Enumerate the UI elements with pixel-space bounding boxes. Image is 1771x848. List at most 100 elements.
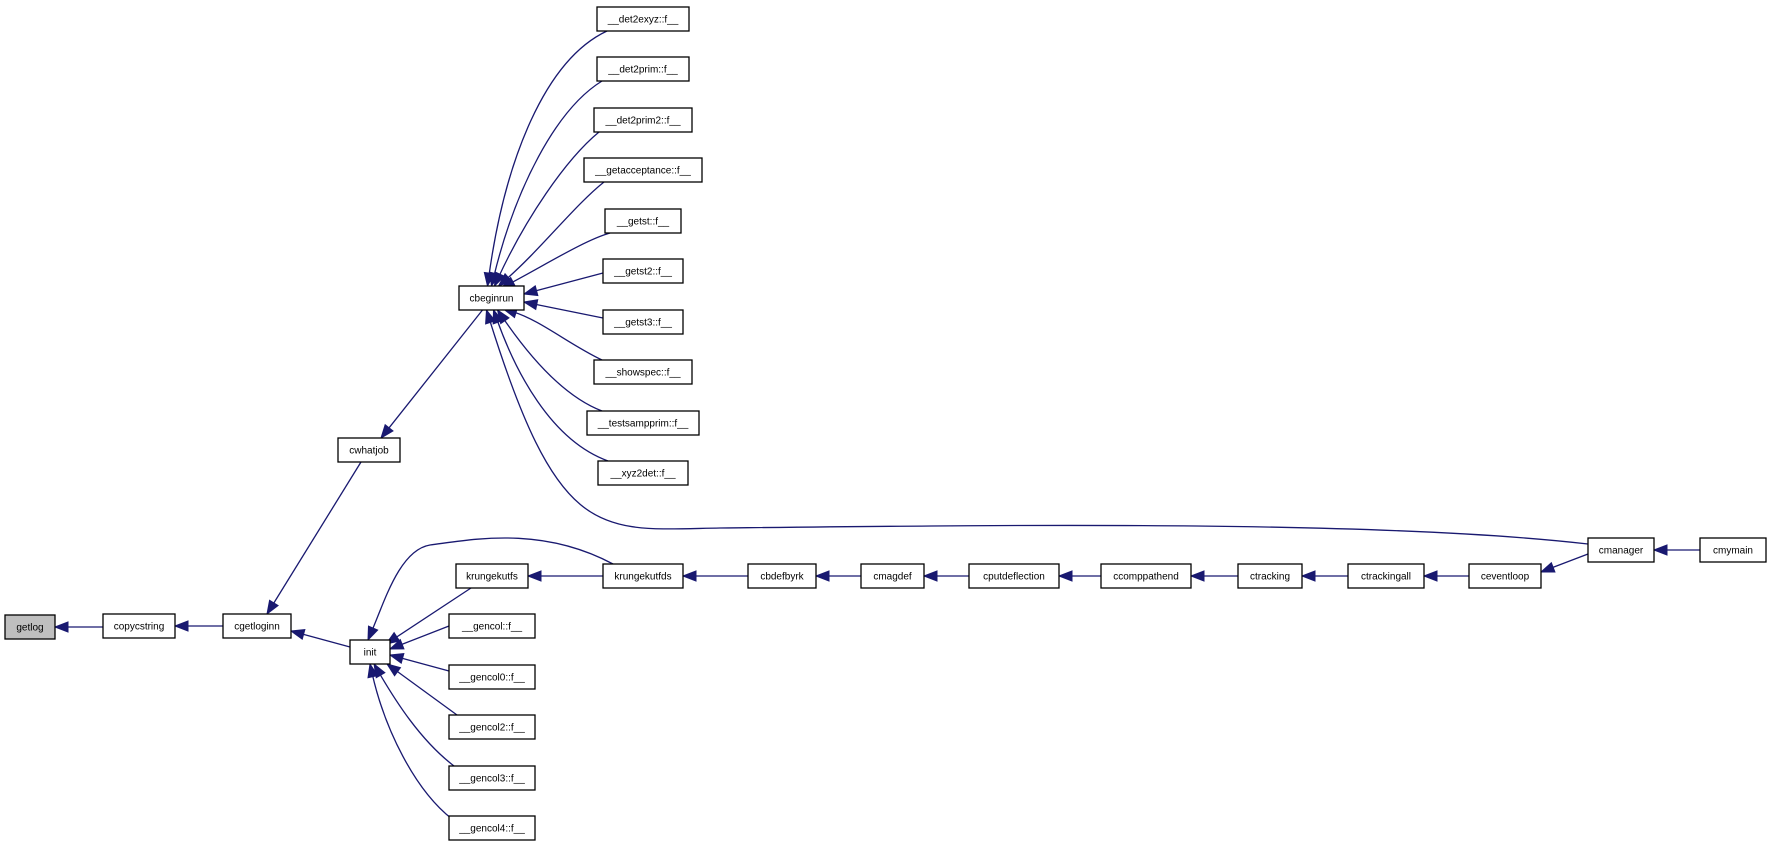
- node-krungekutfs[interactable]: krungekutfs: [455, 563, 529, 589]
- node-gencol[interactable]: __gencol::f__: [448, 613, 536, 639]
- node-box: [448, 815, 536, 841]
- arrow-head-icon: [289, 629, 306, 641]
- node-ceventloop[interactable]: ceventloop: [1468, 563, 1542, 589]
- edge-cwhatjob-to-cgetloginn: [266, 461, 362, 616]
- node-label: cmymain: [1713, 546, 1753, 557]
- node-label: cbeginrun: [470, 294, 514, 305]
- edge-cmagdef-to-cbdefbyrk: [814, 570, 861, 582]
- edge-gencol0-to-init: [388, 653, 450, 672]
- node-box: [102, 613, 176, 639]
- node-box: [583, 157, 703, 183]
- edge-line: [512, 311, 603, 361]
- edge-line: [533, 303, 604, 319]
- edge-line: [399, 656, 450, 672]
- edge-getst-to-cbeginrun: [500, 232, 611, 289]
- node-box: [1468, 563, 1542, 589]
- edge-line: [505, 181, 605, 280]
- node-cgetloginn[interactable]: cgetloginn: [222, 613, 292, 639]
- node-label: getlog: [16, 623, 43, 634]
- edge-gencol4-to-init: [367, 662, 453, 820]
- edges-layer: [53, 30, 1700, 820]
- node-cwhatjob[interactable]: cwhatjob: [337, 437, 401, 463]
- arrow-head-icon: [1300, 570, 1316, 582]
- node-getst[interactable]: __getst::f__: [604, 208, 682, 234]
- node-ctracking[interactable]: ctracking: [1237, 563, 1303, 589]
- node-krungekutfds[interactable]: krungekutfds: [602, 563, 684, 589]
- arrow-head-icon: [922, 570, 938, 582]
- edge-line: [371, 537, 614, 632]
- arrow-head-icon: [1057, 570, 1073, 582]
- node-box: [602, 258, 684, 284]
- arrow-head-icon: [388, 653, 405, 665]
- node-gencol4[interactable]: __gencol4::f__: [448, 815, 536, 841]
- node-box: [337, 437, 401, 463]
- node-showspec[interactable]: __showspec::f__: [593, 359, 693, 385]
- edge-gencol2-to-init: [385, 663, 458, 716]
- edge-line: [533, 272, 604, 293]
- arrow-head-icon: [53, 621, 69, 633]
- node-copycstring[interactable]: copycstring: [102, 613, 176, 639]
- edge-cmanager-to-ceventloop: [1539, 553, 1589, 573]
- node-det2exyz[interactable]: __det2exyz::f__: [596, 6, 690, 32]
- node-label: __showspec::f__: [604, 368, 680, 379]
- node-box: [968, 563, 1060, 589]
- arrow-head-icon: [385, 663, 402, 677]
- node-cbeginrun[interactable]: cbeginrun: [458, 285, 525, 311]
- node-label: copycstring: [114, 622, 165, 633]
- node-box: [1699, 537, 1767, 563]
- edge-line: [488, 30, 608, 277]
- node-label: __getst2::f__: [613, 267, 672, 278]
- node-gencol2[interactable]: __gencol2::f__: [448, 714, 536, 740]
- edge-line: [394, 587, 472, 640]
- node-box: [747, 563, 817, 589]
- arrow-head-icon: [388, 638, 405, 650]
- node-label: krungekutfs: [466, 572, 518, 583]
- arrow-head-icon: [681, 570, 697, 582]
- edge-line: [496, 319, 609, 462]
- node-label: __gencol::f__: [461, 622, 522, 633]
- node-box: [593, 107, 693, 133]
- node-box: [448, 613, 536, 639]
- node-label: __xyz2det::f__: [609, 469, 675, 480]
- node-label: __det2exyz::f__: [607, 15, 679, 26]
- node-ctrackingall[interactable]: ctrackingall: [1347, 563, 1425, 589]
- node-box: [448, 664, 536, 690]
- node-box: [586, 410, 700, 436]
- node-label: ccomppathend: [1113, 572, 1179, 583]
- node-gencol3[interactable]: __gencol3::f__: [448, 765, 536, 791]
- node-label: __det2prim2::f__: [604, 116, 680, 127]
- edge-showspec-to-cbeginrun: [502, 307, 603, 361]
- node-cputdeflection[interactable]: cputdeflection: [968, 563, 1060, 589]
- arrow-head-icon: [173, 620, 189, 632]
- node-det2prim2[interactable]: __det2prim2::f__: [593, 107, 693, 133]
- edge-line: [502, 317, 603, 412]
- node-box: [4, 614, 56, 640]
- node-testsampprim[interactable]: __testsampprim::f__: [586, 410, 700, 436]
- node-label: __gencol2::f__: [458, 723, 525, 734]
- nodes-layer: getlog copycstring cgetloginn cwhatjob init c…: [4, 6, 1767, 841]
- edge-line: [271, 461, 362, 606]
- node-cmymain[interactable]: cmymain: [1699, 537, 1767, 563]
- node-cmagdef[interactable]: cmagdef: [860, 563, 925, 589]
- node-cmanager[interactable]: cmanager: [1587, 537, 1655, 563]
- node-getst3[interactable]: __getst3::f__: [602, 309, 684, 335]
- edge-line: [498, 131, 600, 278]
- arrow-head-icon: [814, 570, 830, 582]
- arrow-head-icon: [522, 284, 539, 297]
- node-xyz2det[interactable]: __xyz2det::f__: [597, 460, 689, 486]
- node-box: [448, 765, 536, 791]
- arrow-head-icon: [1422, 570, 1438, 582]
- node-cbdefbyrk[interactable]: cbdefbyrk: [747, 563, 817, 589]
- node-ccomppathend[interactable]: ccomppathend: [1100, 563, 1192, 589]
- node-label: init: [364, 648, 377, 659]
- edge-line: [386, 309, 484, 431]
- node-label: __getacceptance::f__: [594, 166, 691, 177]
- node-getacceptance[interactable]: __getacceptance::f__: [583, 157, 703, 183]
- node-getst2[interactable]: __getst2::f__: [602, 258, 684, 284]
- arrow-head-icon: [1652, 544, 1668, 556]
- node-init[interactable]: init: [349, 639, 391, 665]
- node-getlog[interactable]: getlog: [4, 614, 56, 640]
- node-det2prim[interactable]: __det2prim::f__: [596, 56, 690, 82]
- node-label: __gencol4::f__: [458, 824, 525, 835]
- node-gencol0[interactable]: __gencol0::f__: [448, 664, 536, 690]
